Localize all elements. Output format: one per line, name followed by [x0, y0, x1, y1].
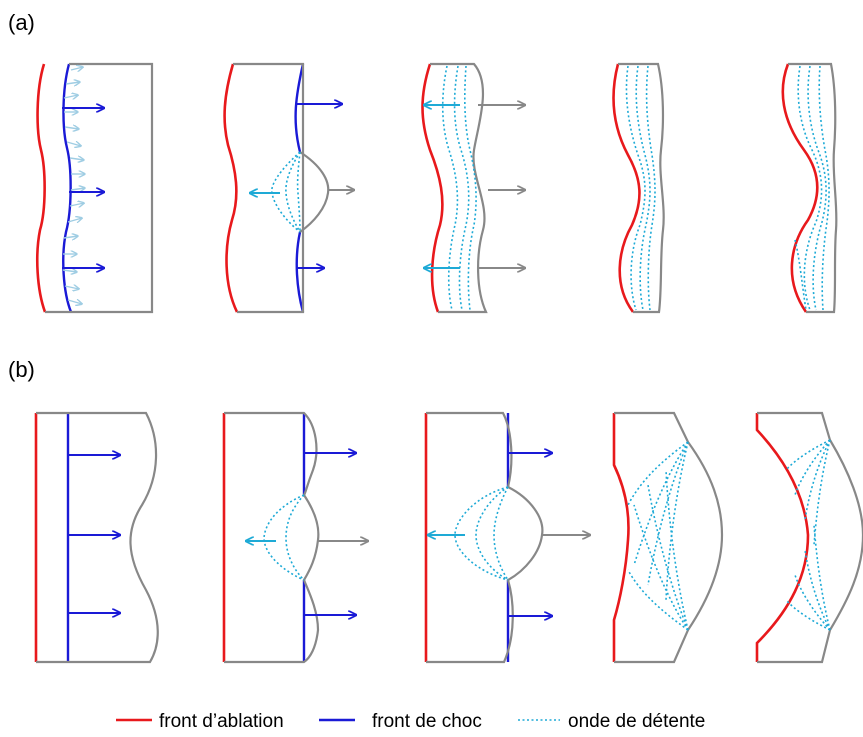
target-outline	[618, 62, 665, 314]
rarefaction-wave	[263, 494, 305, 581]
rarefaction-wave	[475, 486, 509, 581]
panel-b-stage-2	[222, 411, 368, 664]
rarefaction-wave	[794, 574, 831, 631]
ablation-front	[612, 63, 641, 313]
rarefaction-wave	[818, 65, 830, 311]
rarefaction-wave	[493, 486, 509, 581]
panel-a-stage-5	[781, 62, 838, 314]
rarefaction-wave	[454, 486, 509, 581]
ablation-front	[755, 413, 810, 662]
rarefaction-wave	[804, 439, 831, 521]
panel-a-stage-2	[223, 62, 354, 314]
panel-a-label: (a)	[8, 10, 35, 35]
ablation-front	[612, 413, 630, 662]
rarefaction-wave	[285, 494, 305, 581]
panel-b-label: (b)	[8, 357, 35, 382]
rarefaction-wave	[645, 65, 656, 311]
legend-label-shock: front de choc	[372, 711, 482, 732]
rarefaction-wave	[794, 239, 807, 311]
panel-a-stage-3	[421, 62, 526, 314]
panel-b-stage-4	[612, 411, 724, 664]
ablation-front	[35, 63, 47, 313]
legend-label-ablation: front d’ablation	[159, 711, 284, 732]
rarefaction-wave	[633, 441, 689, 566]
rarefaction-wave	[807, 65, 827, 311]
rarefaction-wave	[625, 65, 646, 311]
ablation-front	[223, 63, 239, 313]
target-outline	[233, 62, 305, 314]
rarefaction-wave	[785, 599, 831, 631]
rarefaction-wave	[813, 524, 831, 631]
rarefaction-wave	[296, 151, 301, 233]
rarefaction-wave	[464, 65, 477, 311]
rarefaction-wave	[665, 441, 689, 601]
rarefaction-wave	[813, 439, 831, 546]
rarefaction-wave	[627, 569, 689, 631]
target-outline	[430, 62, 488, 314]
ablation-pressure-arrows	[62, 67, 85, 304]
rarefaction-wave	[804, 549, 831, 631]
target-outline	[757, 411, 863, 664]
legend-item-shock-front: front de choc	[319, 711, 482, 732]
legend-label-rarefaction: onde de détente	[568, 711, 705, 732]
rarefaction-wave	[794, 439, 831, 496]
target-outline	[36, 411, 159, 664]
rarefaction-wave	[647, 441, 689, 586]
rarefaction-wave	[633, 504, 689, 631]
shock-front	[294, 63, 305, 153]
shock-front	[295, 231, 305, 313]
legend: front d’ablation front de choc onde de d…	[116, 711, 705, 732]
perturbed-free-surface	[299, 151, 330, 233]
ablation-front	[781, 63, 819, 313]
panel-b-stage-5	[755, 411, 863, 664]
shock-front	[62, 63, 73, 313]
panel-a-stage-1	[35, 62, 154, 314]
rarefaction-wave	[627, 441, 689, 506]
panel-b-stage-3	[424, 411, 590, 664]
rarefaction-wave	[647, 484, 689, 631]
panel-b-stage-1	[34, 411, 159, 664]
target-outline	[788, 62, 838, 314]
rarefaction-wave	[785, 439, 831, 471]
ablation-front	[421, 63, 444, 313]
target-outline	[426, 411, 544, 664]
legend-item-ablation-front: front d’ablation	[116, 711, 284, 732]
panel-a-stage-4	[612, 62, 665, 314]
target-outline	[614, 411, 724, 664]
target-outline	[45, 62, 154, 314]
rarefaction-wave	[453, 65, 470, 311]
rarefaction-wave	[285, 151, 301, 233]
legend-item-rarefaction-wave: onde de détente	[518, 711, 705, 732]
rarefaction-wave	[441, 65, 459, 311]
